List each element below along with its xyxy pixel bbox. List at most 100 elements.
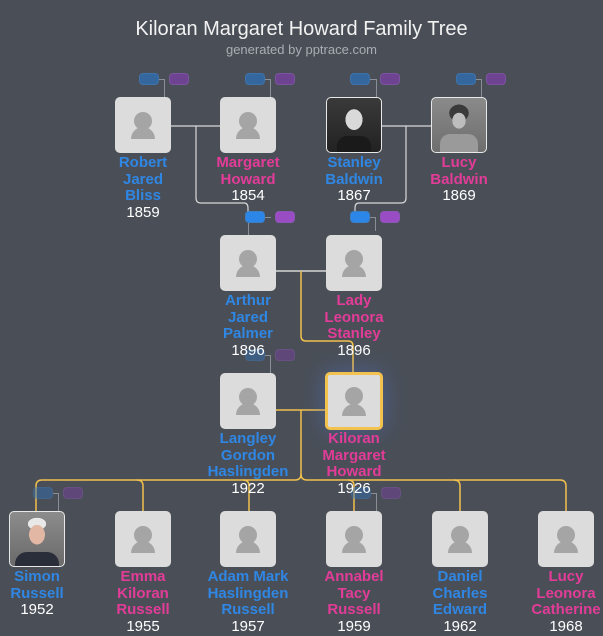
person-silhouette-body	[236, 541, 260, 553]
person-silhouette-body	[342, 265, 366, 277]
name-line: Tacy	[337, 584, 371, 602]
name-line: Gordon	[220, 446, 276, 464]
father-pill[interactable]	[350, 73, 370, 85]
person-name: Lady Leonora Stanley 1896	[299, 292, 409, 359]
person-silhouette-body	[236, 265, 260, 277]
pill-stem	[375, 217, 376, 231]
mother-pill[interactable]	[275, 349, 295, 361]
name-line: Leonora	[536, 584, 596, 602]
person-silhouette-icon	[239, 388, 257, 406]
avatar-photo[interactable]	[9, 511, 65, 567]
name-line: Lucy	[441, 154, 477, 171]
avatar-photo[interactable]	[326, 97, 382, 153]
name-line: Jared	[122, 170, 164, 188]
avatar[interactable]	[326, 511, 382, 567]
person-silhouette-icon	[239, 250, 257, 268]
name-line: Emma	[120, 568, 166, 585]
father-pill[interactable]	[351, 487, 371, 499]
person-silhouette-icon	[239, 112, 257, 130]
name-line: Kiloran	[117, 584, 169, 602]
person-silhouette-body	[342, 404, 366, 416]
father-pill[interactable]	[245, 73, 265, 85]
birth-year: 1867	[337, 187, 371, 204]
person-name: Kiloran Margaret Howard 1926	[299, 430, 409, 497]
person-silhouette-icon	[239, 526, 257, 544]
mother-pill[interactable]	[380, 211, 400, 223]
father-pill[interactable]	[245, 349, 265, 361]
name-line: Russell	[221, 601, 275, 618]
name-line: Bliss	[125, 187, 161, 204]
person-silhouette-body	[236, 127, 260, 139]
mother-pill[interactable]	[380, 73, 400, 85]
pill-stem	[376, 79, 377, 97]
name-line: Charles	[432, 584, 488, 602]
mother-pill[interactable]	[169, 73, 189, 85]
birth-year: 1922	[231, 479, 265, 497]
birth-year: 1854	[231, 187, 265, 204]
person-silhouette-icon	[345, 250, 363, 268]
birth-year: 1952	[20, 601, 54, 618]
birth-year: 1968	[549, 617, 583, 635]
avatar[interactable]	[115, 97, 171, 153]
person-name: Annabel Tacy Russell 1959	[299, 568, 409, 635]
person-name: Lucy Baldwin 1869	[404, 154, 514, 205]
mother-pill[interactable]	[486, 73, 506, 85]
name-line: Margaret	[322, 446, 386, 464]
mother-pill[interactable]	[63, 487, 83, 499]
pill-connector	[159, 79, 165, 80]
name-line: Baldwin	[325, 170, 383, 188]
name-line: Edward	[432, 601, 488, 618]
avatar[interactable]	[326, 235, 382, 291]
portrait-figure	[337, 136, 371, 152]
father-pill[interactable]	[33, 487, 53, 499]
pill-connector	[476, 79, 482, 80]
avatar[interactable]	[220, 235, 276, 291]
person-silhouette-body	[554, 541, 578, 553]
name-line: Langley	[219, 430, 277, 447]
person-silhouette-icon	[134, 112, 152, 130]
pill-connector	[370, 79, 376, 80]
name-line: Catherine	[531, 601, 601, 618]
avatar[interactable]	[538, 511, 594, 567]
avatar[interactable]	[432, 511, 488, 567]
name-line: Haslingden	[207, 584, 289, 602]
page-title: Kiloran Margaret Howard Family Tree	[135, 18, 468, 40]
avatar[interactable]	[115, 511, 171, 567]
name-line: Lucy	[548, 568, 584, 585]
person-name: Emma Kiloran Russell 1955	[88, 568, 198, 635]
name-line: Lady	[336, 292, 372, 309]
mother-pill[interactable]	[275, 73, 295, 85]
avatar[interactable]	[220, 97, 276, 153]
name-line: Palmer	[222, 325, 274, 342]
person-name: Stanley Baldwin 1867	[299, 154, 409, 205]
mother-pill[interactable]	[381, 487, 401, 499]
father-pill[interactable]	[139, 73, 159, 85]
person-silhouette-body	[342, 541, 366, 553]
name-line: Stanley	[327, 154, 381, 171]
avatar-selected[interactable]	[325, 372, 383, 430]
avatar[interactable]	[220, 511, 276, 567]
avatar[interactable]	[220, 373, 276, 429]
birth-year: 1959	[337, 617, 371, 635]
name-line: Daniel	[437, 568, 483, 585]
pill-stem	[248, 223, 249, 235]
father-pill[interactable]	[456, 73, 476, 85]
mother-pill[interactable]	[275, 211, 295, 223]
pill-connector	[371, 493, 377, 494]
birth-year: 1859	[126, 203, 160, 221]
birth-year: 1896	[337, 341, 371, 359]
birth-year: 1869	[442, 187, 476, 204]
person-name: Adam Mark Haslingden Russell 1957	[193, 568, 303, 635]
name-line: Russell	[10, 584, 64, 602]
birth-year: 1955	[126, 617, 160, 635]
father-pill[interactable]	[350, 211, 370, 223]
person-silhouette-icon	[134, 526, 152, 544]
pill-connector	[265, 217, 271, 218]
avatar-photo[interactable]	[431, 97, 487, 153]
pill-connector	[265, 79, 271, 80]
father-pill[interactable]	[245, 211, 265, 223]
name-line: Robert	[118, 154, 168, 171]
pill-stem	[376, 493, 377, 511]
person-silhouette-icon	[557, 526, 575, 544]
